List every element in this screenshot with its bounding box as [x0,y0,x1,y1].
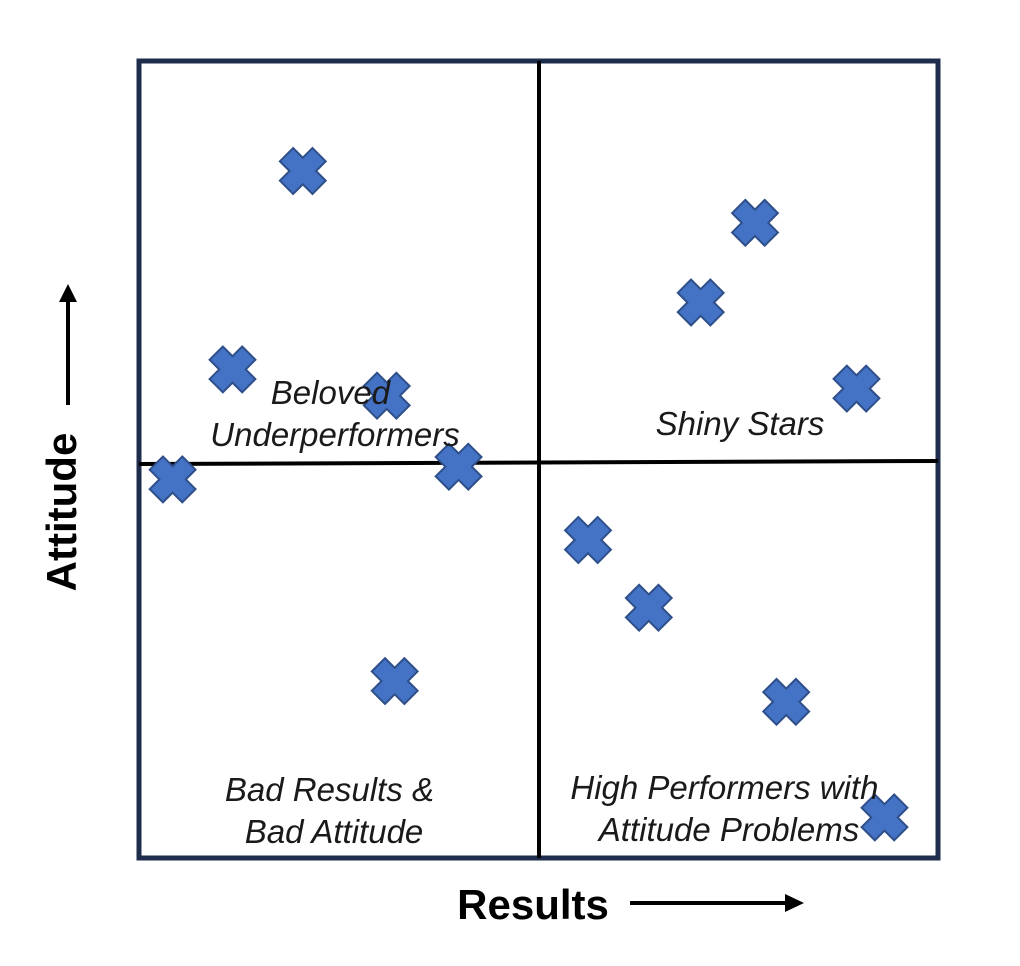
x-cross-icon [278,146,328,196]
x-cross-icon [370,656,420,706]
x-cross-icon [761,677,811,727]
y-axis-label: Attitude [38,433,85,592]
quadrant-label-top-right-line-1: Shiny Stars [656,405,825,442]
x-cross-icon [730,198,780,248]
x-cross-icon [832,364,881,413]
quadrant-label-top-left-line-2: Underperformers [210,416,459,453]
x-cross-icon [434,442,483,492]
x-axis-label: Results [457,881,609,928]
x-cross-icon [676,278,726,327]
quadrant-label-bottom-right-line-2: Attitude Problems [597,811,859,848]
x-cross-icon [362,371,412,421]
x-axis-arrow-icon [630,894,804,912]
x-cross-icon [624,583,674,633]
quadrant-label-bottom-left-line-2: Bad Attitude [245,813,424,850]
quadrant-label-top-left-line-1: Beloved [271,374,392,411]
y-axis-arrow-icon [59,284,77,405]
quadrant-label-bottom-left-line-1: Bad Results & [225,771,434,808]
quadrant-label-top-right: Shiny Stars [656,405,825,442]
quadrant-label-bottom-right: High Performers with Attitude Problems [570,769,887,848]
x-cross-icon [208,345,257,394]
x-cross-icon [860,793,909,842]
quadrant-label-bottom-left: Bad Results & Bad Attitude [225,771,443,850]
marker-group [148,146,909,842]
x-cross-icon [148,455,197,504]
horizontal-divider [138,459,939,466]
quadrant-label-bottom-right-line-1: High Performers with [570,769,878,806]
x-cross-icon [563,515,613,565]
quadrant-label-top-left: Beloved Underperformers [210,374,459,453]
